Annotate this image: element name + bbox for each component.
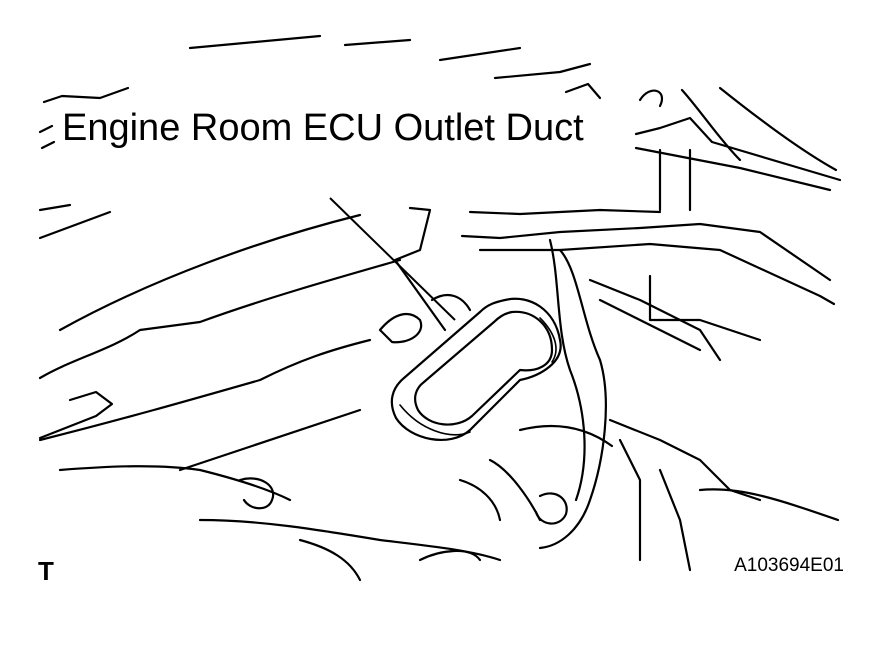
- callout-label: Engine Room ECU Outlet Duct: [62, 107, 584, 149]
- label-background: [58, 102, 630, 160]
- view-marker: T: [38, 556, 54, 586]
- leader-line: [329, 197, 456, 321]
- outlet-duct: [390, 297, 562, 441]
- body-structure: [38, 34, 842, 472]
- harness-and-lower-parts: [58, 238, 840, 582]
- figure-code: A103694E01: [734, 555, 844, 576]
